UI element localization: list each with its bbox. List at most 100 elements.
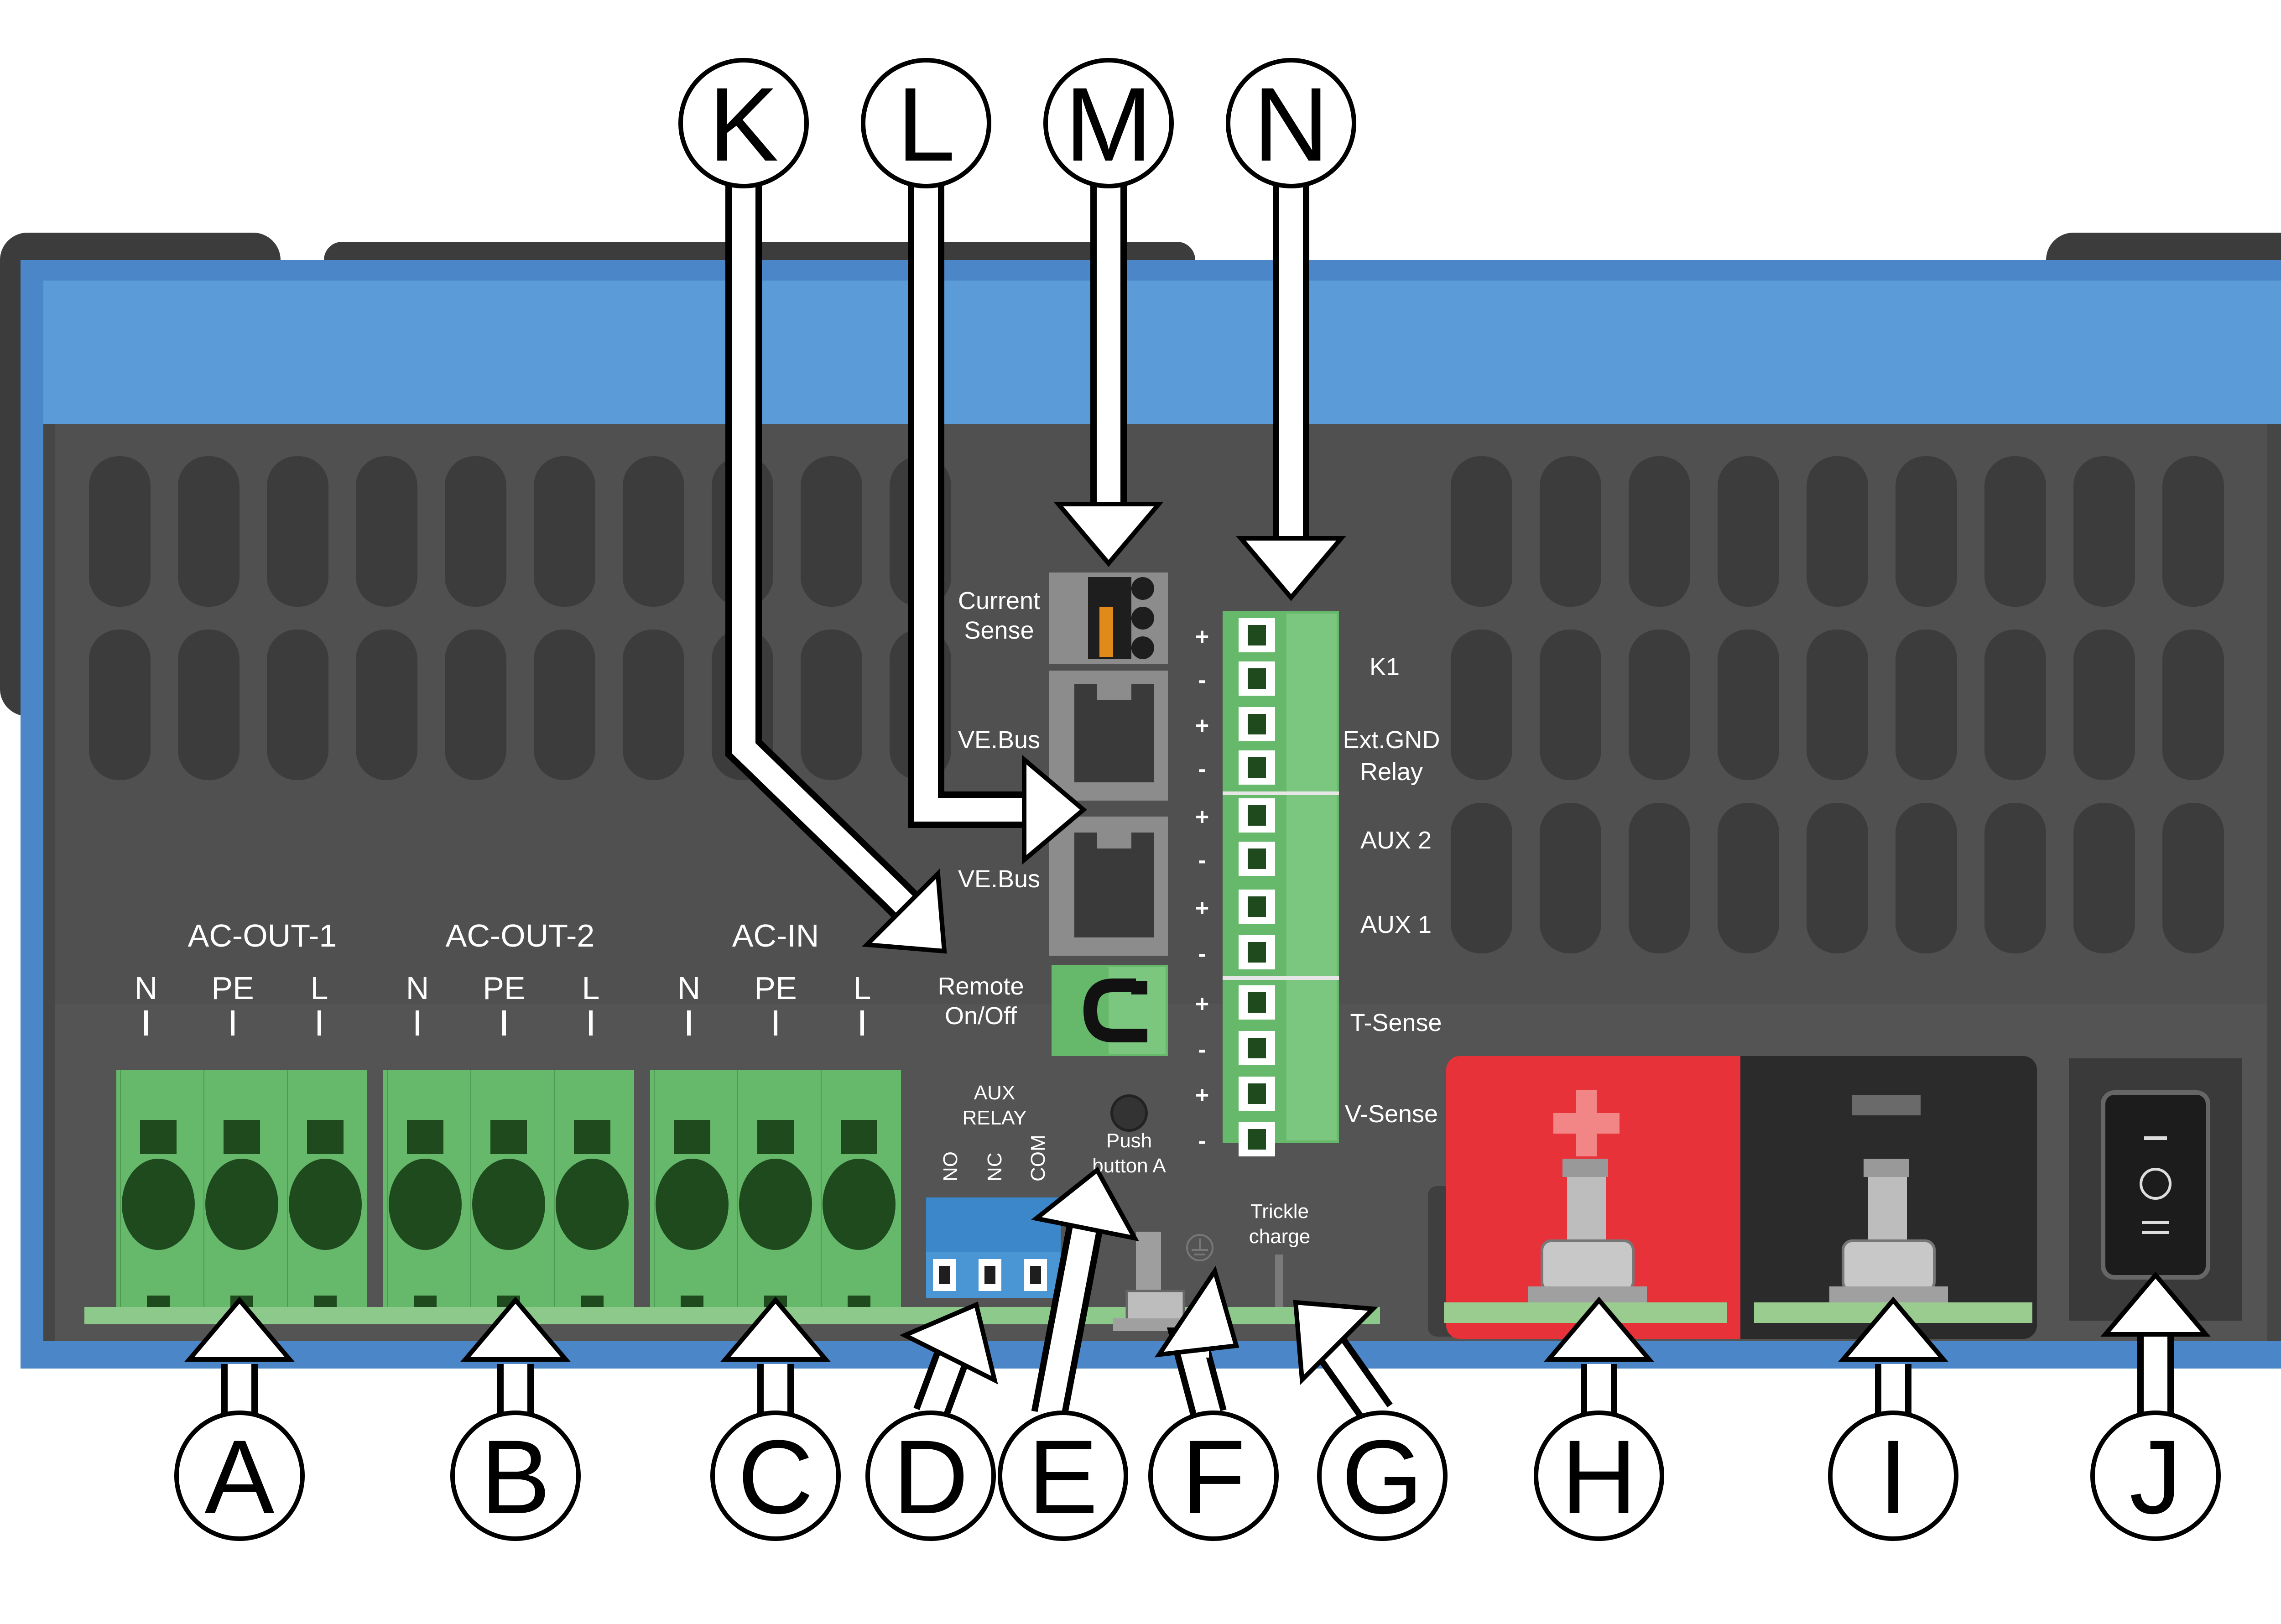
pin-label: L <box>854 970 871 1006</box>
vent-slot <box>2162 630 2224 780</box>
vebus-1-label: VE.Bus <box>958 726 1040 754</box>
callout-e <box>998 1411 1128 1541</box>
port-panel <box>1049 573 1168 956</box>
vent-slot <box>534 630 595 780</box>
vent-slot <box>1807 803 1868 953</box>
minus-icon <box>1852 1095 1921 1115</box>
remote-onoff-connector[interactable] <box>1052 965 1168 1056</box>
pin-label: PE <box>483 970 525 1006</box>
pin-tick <box>231 1010 234 1036</box>
polarity-sign: + <box>1195 1082 1209 1109</box>
callout-k <box>678 58 809 188</box>
aux2-label: AUX 2 <box>1360 827 1432 854</box>
vent-slot <box>801 456 862 607</box>
vent-slot <box>1629 630 1690 780</box>
pin-label: PE <box>754 970 797 1006</box>
callout-n <box>1226 58 1356 188</box>
remote-label: Remote <box>937 973 1024 1000</box>
battery-minus-terminal <box>1740 1056 2037 1339</box>
callout-d <box>865 1411 996 1541</box>
vent-slot <box>534 456 595 607</box>
callout-a-letter: A <box>204 1418 274 1536</box>
callout-m-letter: M <box>1065 66 1152 183</box>
vent-slot <box>1984 456 2046 607</box>
callout-k-letter: K <box>708 66 778 183</box>
labels: AC-OUT-1 AC-OUT-2 AC-IN N PE L N PE L N … <box>135 587 1442 1248</box>
callout-a <box>174 1411 305 1541</box>
pin-label: N <box>406 970 429 1006</box>
polarity-sign: - <box>1198 847 1206 874</box>
vent-slot <box>1896 456 1957 607</box>
vent-slot <box>2073 803 2135 953</box>
vebus-2-label: VE.Bus <box>958 865 1040 893</box>
polarity-sign: + <box>1195 713 1209 739</box>
remote-label-2: On/Off <box>945 1002 1017 1030</box>
vent-slot <box>1540 630 1601 780</box>
callout-g-letter: G <box>1342 1418 1423 1536</box>
pin-label: PE <box>211 970 254 1006</box>
polarity-sign: - <box>1198 1036 1206 1063</box>
callout-i-letter: I <box>1879 1418 1908 1536</box>
callout-l-letter: L <box>897 66 955 183</box>
vent-slot <box>2073 456 2135 607</box>
vent-slot <box>178 456 240 607</box>
pin-tick <box>687 1010 691 1036</box>
callout-l <box>861 58 991 188</box>
callout-g <box>1317 1411 1448 1541</box>
trickle-label: Trickle <box>1250 1200 1309 1223</box>
pin-tick <box>860 1010 864 1036</box>
vent-slot <box>1896 803 1957 953</box>
ac-in-label: AC-IN <box>732 918 819 953</box>
vent-slot <box>356 630 417 780</box>
callout-j <box>2090 1411 2221 1541</box>
polarity-sign: + <box>1195 991 1209 1017</box>
current-sense-label-2: Sense <box>964 617 1034 644</box>
signal-terminal-block: +-+-+-+-+-+- <box>1195 611 1339 1156</box>
ac-out-1-label: AC-OUT-1 <box>188 918 337 953</box>
vent-slot <box>1540 456 1601 607</box>
callout-e-letter: E <box>1028 1418 1098 1536</box>
vent-slot <box>2162 803 2224 953</box>
ac-terminal-block[interactable] <box>116 1070 367 1307</box>
polarity-sign: + <box>1195 624 1209 650</box>
ac-terminals <box>116 1010 901 1307</box>
ground-stud <box>1113 1232 1213 1331</box>
pin-tick <box>416 1010 419 1036</box>
vent-slot <box>1718 630 1779 780</box>
pin-label: N <box>677 970 701 1006</box>
housing-blue-top <box>43 281 2281 427</box>
vent-slot <box>2162 456 2224 607</box>
pin-label: L <box>582 970 600 1006</box>
ac-out-2-label: AC-OUT-2 <box>446 918 595 953</box>
pin-tick <box>589 1010 593 1036</box>
polarity-sign: + <box>1195 804 1209 830</box>
current-sense-label: Current <box>958 587 1040 614</box>
trickle-charge-pin <box>1275 1254 1283 1307</box>
callout-i <box>1828 1411 1958 1541</box>
polarity-sign: - <box>1198 756 1206 782</box>
pin-tick <box>144 1010 148 1036</box>
vent-slot <box>623 456 684 607</box>
polarity-sign: + <box>1195 895 1209 921</box>
vent-slot <box>445 456 506 607</box>
aux-pin-com: COM <box>1027 1135 1049 1182</box>
callout-f-letter: F <box>1182 1418 1246 1536</box>
ext-gnd-label-2: Relay <box>1360 758 1423 786</box>
ac-terminal-block[interactable] <box>383 1070 634 1307</box>
vent-slot <box>267 456 328 607</box>
tsense-label: T-Sense <box>1350 1009 1442 1036</box>
aux-pin-nc: NC <box>984 1152 1006 1182</box>
k1-label: K1 <box>1370 653 1400 681</box>
pin-label: N <box>135 970 158 1006</box>
callout-d-letter: D <box>893 1418 969 1536</box>
ground-icon <box>1186 1234 1213 1261</box>
vent-slot <box>1807 456 1868 607</box>
push-button[interactable] <box>1110 1094 1148 1132</box>
vent-slot <box>1807 630 1868 780</box>
ac-terminal-block[interactable] <box>650 1070 901 1307</box>
pin-tick <box>774 1010 777 1036</box>
vent-slot <box>1540 803 1601 953</box>
